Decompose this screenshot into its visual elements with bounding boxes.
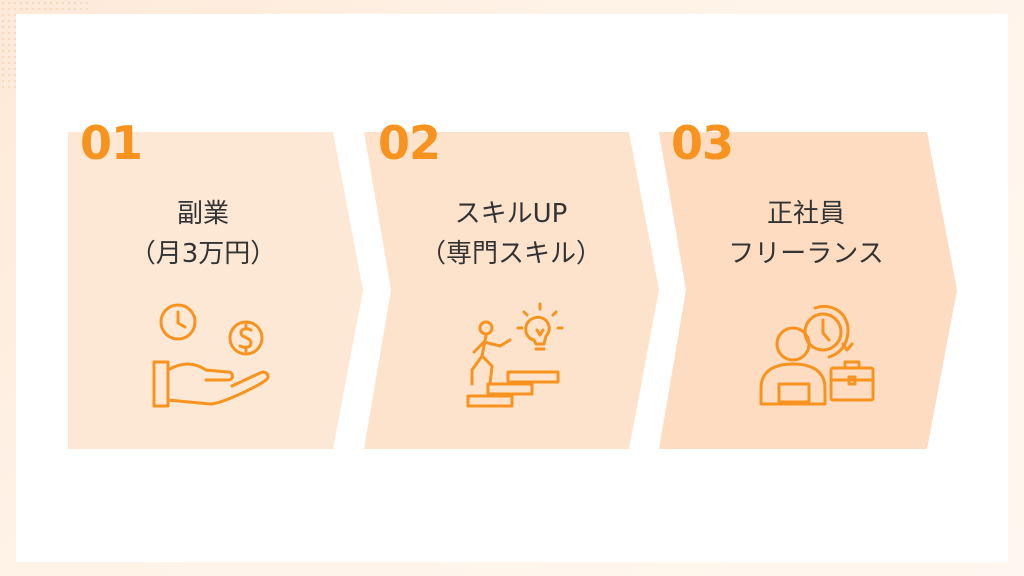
step-1-number: 01 — [80, 116, 143, 170]
step-2: 02 スキルUP （専門スキル） — [364, 120, 659, 449]
step-2-chevron-shape — [364, 132, 659, 449]
step-2-label-line2: （専門スキル） — [419, 239, 602, 269]
step-2-label-line1: スキルUP — [454, 199, 568, 229]
climbing-stairs-idea-icon — [466, 302, 564, 408]
step-3-number: 03 — [671, 116, 734, 170]
step-1: 01 副業 （月3万円） — [68, 120, 363, 449]
step-2-label: スキルUP （専門スキル） — [376, 194, 646, 274]
step-3-chevron-shape — [659, 132, 957, 449]
step-3-label: 正社員 フリーランス — [671, 194, 941, 274]
step-1-label-line1: 副業 — [176, 199, 229, 229]
step-1-label: 副業 （月3万円） — [68, 194, 338, 274]
step-2-number: 02 — [378, 116, 441, 170]
step-3-label-line1: 正社員 — [766, 199, 845, 229]
step-1-label-line2: （月3万円） — [129, 239, 277, 269]
hand-money-clock-icon — [152, 303, 270, 408]
step-1-chevron-shape — [68, 132, 363, 449]
step-3-label-line2: フリーランス — [728, 239, 884, 269]
worker-clock-briefcase-icon — [759, 305, 875, 406]
step-3: 03 正社員 フリーランス — [659, 120, 957, 449]
